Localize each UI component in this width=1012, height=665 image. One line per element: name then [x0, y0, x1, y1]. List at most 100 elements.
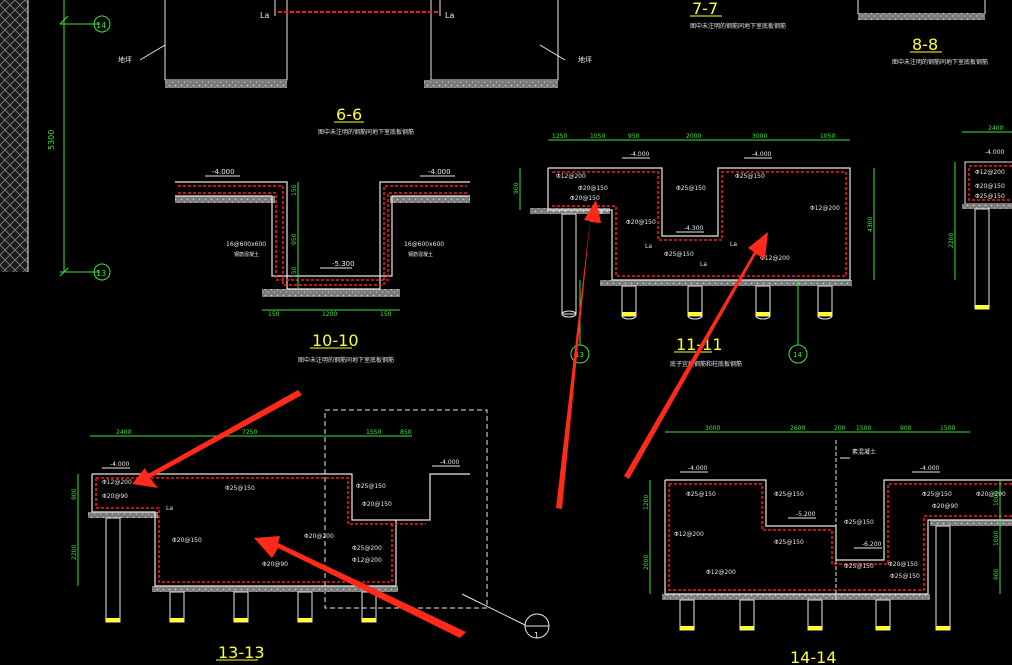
section-note-7-7: 图中未注明的钢筋同地下室底板钢筋	[690, 22, 786, 30]
svg-text:900: 900	[71, 488, 78, 500]
svg-text:-4.000: -4.000	[440, 459, 460, 466]
svg-text:Φ25@150: Φ25@150	[922, 491, 952, 498]
section-title-6-6: 6-6	[336, 105, 362, 124]
svg-text:-4.000: -4.000	[688, 465, 708, 472]
svg-text:Φ12@200: Φ12@200	[102, 479, 132, 486]
svg-text:La: La	[700, 261, 707, 268]
section-note-6-6: 图中未注明的钢筋同地下室底板钢筋	[318, 128, 414, 136]
svg-text:1050: 1050	[590, 133, 605, 140]
tag-14: 素混凝土	[852, 448, 876, 456]
svg-text:13: 13	[575, 351, 584, 359]
svg-text:1200: 1200	[322, 311, 337, 318]
svg-text:Φ25@150: Φ25@150	[844, 519, 874, 526]
svg-text:150: 150	[268, 311, 280, 318]
svg-text:3000: 3000	[752, 133, 767, 140]
svg-text:La: La	[445, 11, 454, 20]
svg-text:Φ20@90: Φ20@90	[932, 503, 958, 510]
svg-text:150: 150	[380, 311, 392, 318]
svg-text:950: 950	[291, 233, 298, 245]
section-13-13: 2400 7250 1550 850 -4.000 -4.000 Φ12@200…	[71, 409, 550, 662]
rebar-10-right: 16@600x600	[404, 241, 444, 248]
svg-text:1000: 1000	[993, 531, 1000, 546]
svg-text:Φ20@150: Φ20@150	[362, 501, 392, 508]
svg-text:-4.300: -4.300	[684, 225, 704, 232]
svg-text:2400: 2400	[988, 125, 1003, 132]
svg-text:La: La	[166, 505, 173, 512]
brick-wall	[0, 0, 28, 272]
section-right-partial: 2400 -4.000 Φ12@200 Φ20@150 Φ25@150 2200	[948, 125, 1012, 310]
section-title-13-13: 13-13	[218, 643, 265, 662]
rebar-10-left: 16@600x600	[226, 241, 266, 248]
section-title-11-11: 11-11	[676, 335, 723, 354]
section-14-14: 3000 2600 200 1500 900 1500 素混凝土 -4.000 …	[643, 425, 1012, 665]
svg-text:1050: 1050	[820, 133, 835, 140]
svg-text:900: 900	[993, 568, 1000, 580]
svg-text:850: 850	[400, 429, 412, 436]
svg-text:200: 200	[834, 425, 846, 432]
svg-text:La: La	[596, 209, 603, 216]
section-note-8-8: 图中未注明的钢筋同地下室底板钢筋	[892, 58, 988, 66]
svg-text:Φ20@150: Φ20@150	[172, 537, 202, 544]
svg-text:1500: 1500	[856, 425, 871, 432]
svg-text:Φ12@200: Φ12@200	[352, 557, 382, 564]
svg-text:Φ25@150: Φ25@150	[225, 485, 255, 492]
wall-label-right: 地坪	[578, 55, 592, 64]
section-11-11: 1250 1050 950 2000 3000 1050 -4.000 -4.0…	[513, 133, 875, 368]
svg-text:Φ12@200: Φ12@200	[760, 255, 790, 262]
svg-text:Φ12@200: Φ12@200	[706, 569, 736, 576]
svg-text:900: 900	[900, 425, 912, 432]
svg-text:4300: 4300	[867, 217, 874, 232]
svg-text:1200: 1200	[643, 495, 650, 510]
arrow-4	[624, 232, 768, 479]
svg-text:2000: 2000	[686, 133, 701, 140]
svg-text:Φ25@150: Φ25@150	[356, 483, 386, 490]
arrow-2	[254, 536, 466, 638]
section-title-7-7: 7-7	[692, 0, 718, 18]
svg-text:钢筋混凝土: 钢筋混凝土	[234, 251, 259, 258]
svg-text:1: 1	[534, 631, 539, 640]
svg-text:2200: 2200	[71, 545, 78, 560]
svg-text:7250: 7250	[242, 429, 257, 436]
left-dim: 5300	[47, 130, 56, 150]
svg-text:Φ12@200: Φ12@200	[556, 173, 586, 180]
svg-text:Φ25@150: Φ25@150	[975, 193, 1005, 200]
wall-label-left: 地坪	[118, 55, 132, 64]
left-panel: 5300 14 13	[0, 0, 111, 281]
svg-text:Φ12@200: Φ12@200	[674, 531, 704, 538]
svg-text:Φ20@90: Φ20@90	[102, 493, 128, 500]
section-title-8-8: 8-8	[912, 35, 938, 54]
svg-text:La: La	[645, 243, 652, 250]
svg-text:1550: 1550	[366, 429, 381, 436]
arrow-3	[556, 200, 601, 509]
svg-text:-4.000: -4.000	[920, 465, 940, 472]
svg-text:1250: 1250	[552, 133, 567, 140]
svg-text:Φ20@200: Φ20@200	[976, 491, 1006, 498]
svg-text:900: 900	[513, 182, 520, 194]
svg-text:Φ20@150: Φ20@150	[570, 195, 600, 202]
section-title-10-10: 10-10	[312, 331, 359, 350]
svg-text:150: 150	[291, 184, 298, 196]
section-7-7: 7-7 图中未注明的钢筋同地下室底板钢筋	[690, 0, 786, 30]
svg-text:Φ25@150: Φ25@150	[774, 539, 804, 546]
svg-text:-5.200: -5.200	[796, 511, 816, 518]
svg-text:Φ25@150: Φ25@150	[774, 491, 804, 498]
svg-text:钢筋混凝土: 钢筋混凝土	[408, 251, 433, 258]
elev-10-bottom: -5.300	[332, 260, 355, 268]
section-note-10-10: 图中未注明的钢筋同地下室底板钢筋	[298, 356, 394, 364]
section-8-8: 8-8 图中未注明的钢筋同地下室底板钢筋	[857, 0, 988, 66]
svg-text:Φ25@150: Φ25@150	[890, 573, 920, 580]
svg-text:150: 150	[291, 266, 298, 278]
svg-text:3000: 3000	[705, 425, 720, 432]
svg-text:-4.000: -4.000	[985, 149, 1005, 156]
svg-text:-4.000: -4.000	[752, 151, 772, 158]
svg-text:2600: 2600	[790, 425, 805, 432]
axis-bubble-bottom	[93, 263, 111, 281]
svg-text:Φ12@200: Φ12@200	[975, 169, 1005, 176]
annotation-arrows	[132, 200, 768, 638]
svg-text:Φ25@150: Φ25@150	[844, 563, 874, 570]
svg-text:-4.000: -4.000	[630, 151, 650, 158]
svg-text:Φ25@150: Φ25@150	[735, 173, 765, 180]
section-10-10: -4.000 -4.000 -5.300 150 950 150 150 120…	[175, 168, 470, 364]
